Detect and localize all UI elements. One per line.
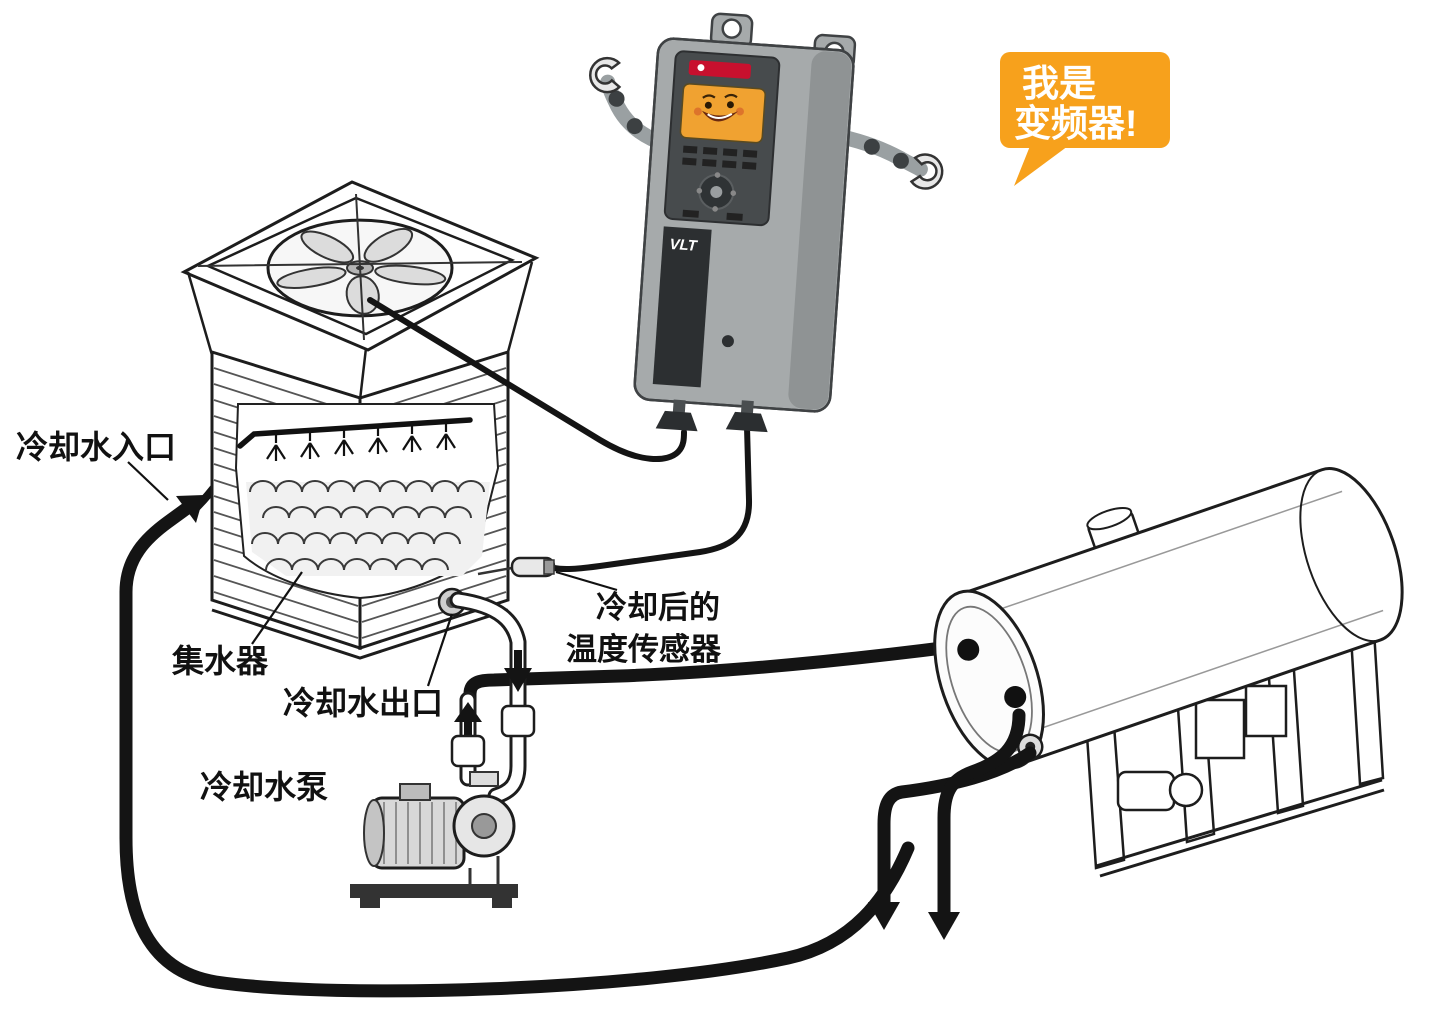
temperature-sensor [477, 556, 556, 578]
water-fill-backdrop [246, 482, 490, 576]
vfd-model-text: VLT [669, 236, 699, 255]
cable-to-temp-sensor [551, 424, 753, 573]
check-valve-left [450, 734, 486, 768]
cooling-tower [180, 180, 540, 660]
speech-line-2: 变频器! [1014, 103, 1137, 144]
cable-to-fan-motor [367, 297, 687, 463]
label-temp-sensor-line1: 冷却后的 [596, 590, 720, 625]
vfd-display [679, 83, 766, 144]
spray-nozzles [266, 422, 456, 461]
danfoss-logo [688, 59, 752, 79]
face-brows [702, 93, 738, 99]
face-eye-left [704, 101, 712, 109]
pipe-tower-outlet [449, 591, 536, 805]
chiller-base-frame [1083, 612, 1385, 878]
pipe-chiller-down-right [928, 708, 1026, 940]
vfd-lower-strip [652, 226, 712, 388]
water-fill-scallops [249, 480, 485, 571]
robot-arm-left [588, 56, 674, 152]
check-valve-right [500, 704, 536, 738]
vfd-robot: VLT [588, 12, 944, 433]
robot-claw-left [588, 56, 622, 94]
chiller-port-upper [957, 638, 980, 661]
face-smile [701, 110, 738, 122]
pipe-pump-to-chiller [463, 639, 965, 715]
cooling-water-pump [350, 771, 518, 908]
pump-base [350, 884, 518, 898]
robot-claw-right [909, 153, 944, 190]
pump-motor [370, 796, 466, 870]
fan-blades [272, 225, 449, 314]
fan-guard-braces [197, 193, 523, 341]
label-cooling-water-inlet: 冷却水入口 [16, 429, 176, 465]
fan-assembly [180, 180, 540, 401]
flow-arrow-down [504, 668, 532, 692]
chiller-port-lower [1004, 685, 1027, 708]
chiller-vessel [933, 467, 1404, 770]
label-temp-sensor-line2: 温度传感器 [566, 632, 722, 667]
face-eye-right [726, 101, 734, 109]
label-cooling-water-outlet: 冷却水出口 [283, 685, 443, 721]
label-cooling-water-pump: 冷却水泵 [200, 769, 328, 805]
pipe-pump-riser [450, 691, 486, 787]
robot-feet [655, 399, 768, 433]
flow-arrow-up [454, 702, 482, 722]
pipe-chiller-down-left [868, 746, 1037, 930]
speech-bubble: 我是 变频器! [1000, 52, 1170, 186]
vfd-cables [367, 297, 753, 573]
speech-line-1: 我是 [1022, 63, 1096, 104]
leader-lines [127, 461, 618, 687]
label-water-collector: 集水器 [171, 643, 269, 679]
vfd-keypad [682, 145, 758, 221]
robot-arm-right [832, 129, 944, 190]
spray-header [237, 417, 473, 461]
pump-junction-box [399, 783, 431, 801]
vfd-button [721, 335, 734, 348]
